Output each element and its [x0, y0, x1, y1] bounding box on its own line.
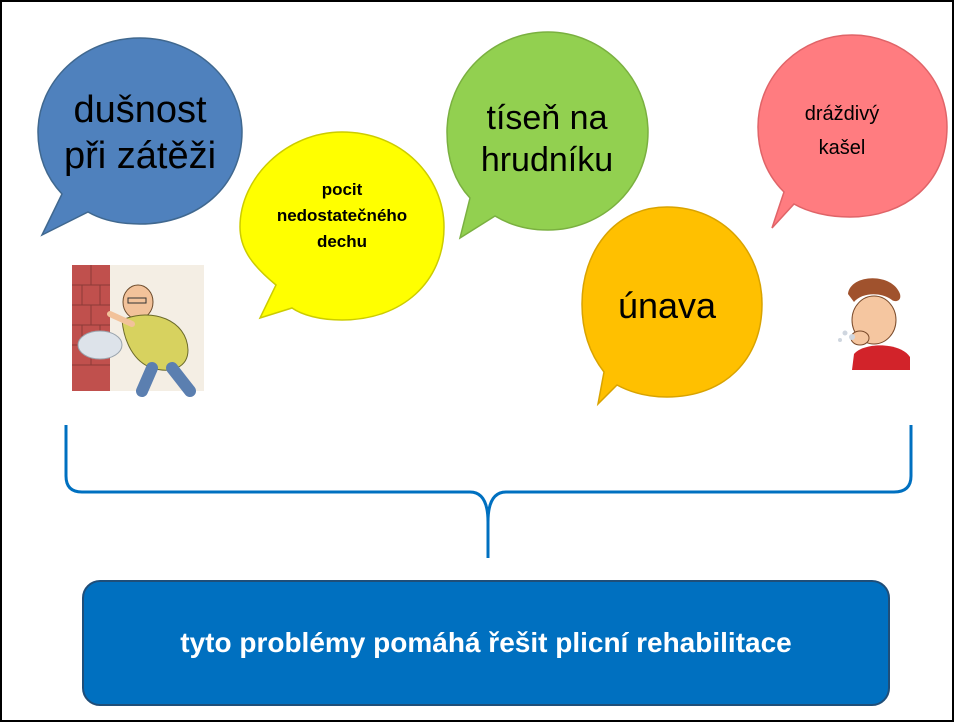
- speech-bubble-tisen: [446, 31, 649, 240]
- summary-banner-text: tyto problémy pomáhá řešit plicní rehabi…: [180, 627, 792, 658]
- boy-coughing-illustration: [834, 278, 910, 370]
- summary-banner: tyto problémy pomáhá řešit plicní rehabi…: [82, 580, 890, 706]
- grouping-bracket: [64, 425, 913, 558]
- speech-bubble-unava: [581, 206, 763, 407]
- bubble-text-dusnost: dušnost při zátěži: [63, 89, 217, 177]
- bubble-text-pocit: pocit nedostatečného dechu: [276, 180, 408, 251]
- bubble-text-unava: únava: [617, 285, 717, 326]
- bubble-text-tisen: tíseň na hrudníku: [480, 99, 614, 179]
- speech-bubble-pocit: [239, 131, 445, 321]
- speech-bubble-dusnost: [37, 37, 243, 237]
- man-out-of-breath-illustration: [72, 265, 204, 397]
- bubble-text-kasel: dráždivý kašel: [804, 103, 880, 159]
- speech-bubble-kasel: [757, 34, 948, 229]
